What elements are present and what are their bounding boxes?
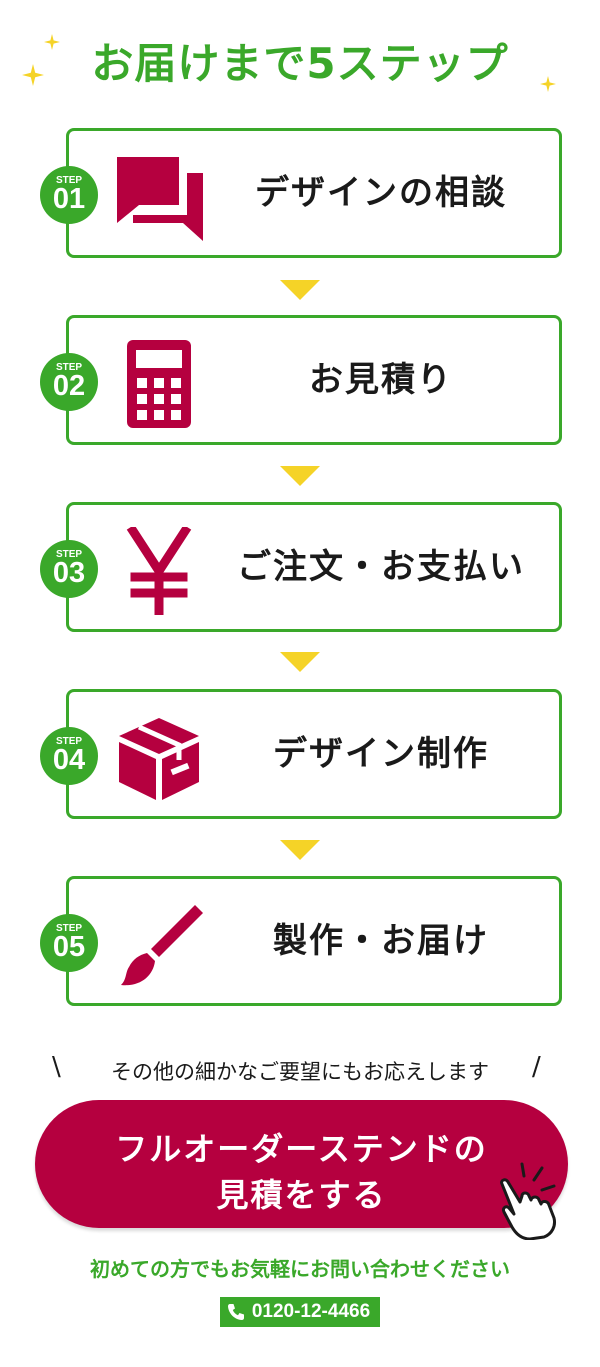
step-card-01: STEP 01 デザインの相談 <box>40 128 562 258</box>
step-badge-number: 03 <box>52 557 86 589</box>
step-card-03: STEP 03 ご注文・お支払い <box>40 502 562 632</box>
step-badge-number: 05 <box>52 931 86 963</box>
step-arrow <box>280 652 320 672</box>
sparkle-icon <box>44 34 60 50</box>
cta-line-2: 見積をする <box>216 1176 387 1214</box>
step-card-04: STEP 04 デザイン制作 <box>40 689 562 819</box>
sparkle-icon <box>22 64 44 86</box>
step-arrow <box>280 280 320 300</box>
tagline-slash-left: \ <box>52 1052 61 1082</box>
step-badge: STEP 05 <box>40 914 98 972</box>
step-title: デザインの相談 <box>255 173 507 213</box>
tagline-slash-right: / <box>532 1052 541 1082</box>
estimate-cta-button[interactable]: フルオーダーステンドの 見積をする <box>35 1100 568 1228</box>
step-badge-label: STEP <box>55 923 83 934</box>
step-badge-number: 04 <box>52 744 86 776</box>
step-title: 製作・お届け <box>273 921 489 961</box>
footer-note: 初めての方でもお気軽にお問い合わせください <box>90 1257 510 1281</box>
chat-bubbles-icon <box>117 157 203 241</box>
phone-number: 0120-12-4466 <box>251 1301 371 1322</box>
step-badge: STEP 04 <box>40 727 98 785</box>
step-badge-label: STEP <box>55 362 83 373</box>
paintbrush-icon <box>121 905 203 986</box>
step-title: デザイン制作 <box>273 734 489 774</box>
sparkle-icon <box>540 76 556 92</box>
step-badge: STEP 03 <box>40 540 98 598</box>
pointing-hand-icon <box>500 1162 556 1240</box>
step-badge-number: 02 <box>52 370 86 402</box>
tagline-text: その他の細かなご要望にもお応えします <box>111 1060 489 1084</box>
step-badge-number: 01 <box>52 183 86 215</box>
phone-icon <box>228 1304 244 1320</box>
step-title: お見積り <box>309 360 453 400</box>
step-badge-label: STEP <box>55 549 83 560</box>
step-card-02: STEP 02 お見積り <box>40 315 562 445</box>
step-title: ご注文・お支払い <box>237 547 525 587</box>
step-badge-label: STEP <box>55 736 83 747</box>
step-badge: STEP 01 <box>40 166 98 224</box>
cta-line-1: フルオーダーステンドの <box>115 1130 488 1168</box>
page-title: お届けまで5ステップ <box>91 39 509 88</box>
package-box-icon <box>119 718 199 800</box>
calculator-icon <box>127 340 191 428</box>
step-badge: STEP 02 <box>40 353 98 411</box>
step-badge-label: STEP <box>55 175 83 186</box>
phone-number-link[interactable]: 0120-12-4466 <box>220 1297 380 1327</box>
step-arrow <box>280 466 320 486</box>
step-card-05: STEP 05 製作・お届け <box>40 876 562 1006</box>
yen-icon <box>126 527 192 615</box>
step-arrow <box>280 840 320 860</box>
tagline: \ その他の細かなご要望にもお応えします / <box>0 1052 600 1092</box>
